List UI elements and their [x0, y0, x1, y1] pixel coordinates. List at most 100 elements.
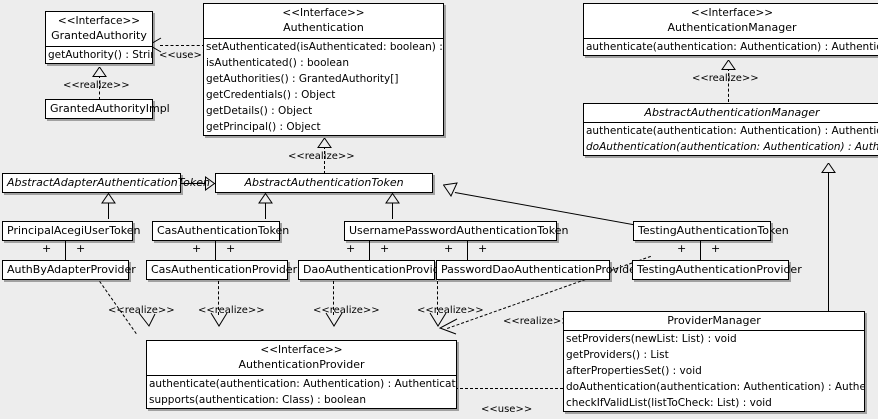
assoc-role-plus: +: [711, 242, 721, 255]
assoc-role-plus: +: [42, 242, 52, 255]
member-row: authenticate(authentication: Authenticat…: [586, 41, 878, 53]
connector-realize-abstractauthenticationtoken: [324, 146, 325, 174]
stereotype-interface: <<Interface>>: [282, 7, 365, 19]
member-row: getCredentials() : Object: [206, 89, 336, 101]
divider: [564, 330, 864, 331]
class-abstract-adapter-authentication-token[interactable]: AbstractAdapterAuthenticationToken: [2, 173, 210, 193]
label-realize-passworddaoprovider: <<realize>>: [417, 305, 484, 316]
class-name-testing-authentication-provider: TestingAuthenticationProvider: [637, 263, 802, 276]
member-row: afterPropertiesSet() : void: [566, 365, 702, 377]
assoc-role-plus: +: [380, 242, 390, 255]
label-use-authentication-grantedauthority: <<use>>: [159, 50, 211, 61]
member-row: authenticate(authentication: Authenticat…: [149, 378, 456, 390]
class-testing-authentication-provider[interactable]: TestingAuthenticationProvider: [632, 260, 802, 280]
class-name-password-dao-authentication-provider: PasswordDaoAuthenticationProvider: [441, 263, 641, 276]
assoc-role-plus: +: [677, 242, 687, 255]
assoc-role-plus: +: [76, 242, 86, 255]
class-cas-authentication-provider[interactable]: CasAuthenticationProvider: [146, 260, 298, 280]
class-username-password-authentication-token[interactable]: UsernamePasswordAuthenticationToken: [344, 221, 569, 241]
class-auth-by-adapter-provider[interactable]: AuthByAdapterProvider: [2, 260, 136, 280]
member-row: getProviders() : List: [566, 349, 669, 361]
member-row: isAuthenticated() : boolean: [206, 57, 349, 69]
assoc-role-plus: +: [192, 242, 202, 255]
class-authentication-provider[interactable]: <<Interface>> AuthenticationProvider aut…: [146, 340, 457, 409]
connector-realize-abstractauthenticationmanager: [728, 68, 729, 102]
member-row: getAuthority() : String: [48, 49, 152, 61]
triangle-generalization-abstracttoken-testing: [443, 181, 458, 197]
members-granted-authority: getAuthority() : String: [46, 47, 152, 63]
stereotype-interface: <<Interface>>: [260, 344, 343, 356]
members-abstract-authentication-manager: authenticate(authentication: Authenticat…: [584, 123, 878, 155]
class-name-principal-acegi-user-token: PrincipalAcegiUserToken: [7, 224, 141, 237]
class-header-granted-authority: <<Interface>> GrantedAuthority: [46, 12, 152, 46]
member-row: authenticate(authentication: Authenticat…: [586, 125, 878, 137]
class-authentication-manager[interactable]: <<Interface>> AuthenticationManager auth…: [583, 3, 878, 56]
members-authentication: setAuthenticated(isAuthenticated: boolea…: [204, 39, 443, 135]
triangle-generalization-abstractauthenticationmanager: [821, 163, 836, 173]
arrowhead-realize-testingprovider: [438, 318, 458, 336]
class-abstract-authentication-manager[interactable]: AbstractAuthenticationManager authentica…: [583, 103, 878, 156]
member-row: getAuthorities() : GrantedAuthority[]: [206, 73, 399, 85]
class-principal-acegi-user-token[interactable]: PrincipalAcegiUserToken: [2, 221, 141, 241]
triangle-generalization-abstractadaptertoken: [101, 193, 116, 204]
connector-realize-grantedauthorityimpl: [99, 75, 100, 100]
member-row: getPrincipal() : Object: [206, 121, 321, 133]
member-row: setProviders(newList: List) : void: [566, 333, 737, 345]
stereotype-interface: <<Interface>>: [690, 7, 774, 19]
stereotype-interface: <<Interface>>: [57, 15, 141, 27]
assoc-role-plus: +: [478, 242, 488, 255]
member-row: setAuthenticated(isAuthenticated: boolea…: [206, 41, 443, 53]
class-name-authentication-provider: AuthenticationProvider: [238, 358, 365, 371]
triangle-generalization-abstracttoken-userpass: [385, 193, 400, 204]
label-realize-casauthenticationprovider: <<realize>>: [198, 305, 265, 316]
connector-generalization-abstractadaptertoken: [180, 183, 215, 184]
connector-generalization-usernamepasswordtoken: [392, 195, 393, 219]
class-name-provider-manager: ProviderManager: [667, 314, 761, 327]
label-realize-grantedauthorityimpl: <<realize>>: [63, 80, 130, 91]
assoc-role-plus: +: [444, 242, 454, 255]
class-password-dao-authentication-provider[interactable]: PasswordDaoAuthenticationProvider: [436, 260, 641, 280]
divider: [584, 38, 878, 39]
class-header-provider-manager: ProviderManager: [564, 312, 864, 330]
connector-realize-daoauthenticationprovider: [333, 281, 334, 315]
divider: [584, 122, 878, 123]
arrowhead-realize-passworddaoprovider: [429, 312, 447, 328]
connector-use-authentication-grantedauthority: [160, 45, 205, 46]
class-provider-manager[interactable]: ProviderManager setProviders(newList: Li…: [563, 311, 865, 412]
member-row: checkIfValidList(listToCheck: List) : vo…: [566, 397, 772, 409]
divider: [147, 375, 456, 376]
connector-generalization-principalacegiusertoken: [108, 195, 109, 219]
class-name-cas-authentication-token: CasAuthenticationToken: [157, 224, 290, 237]
class-header-abstract-authentication-manager: AbstractAuthenticationManager: [584, 104, 878, 122]
members-authentication-manager: authenticate(authentication: Authenticat…: [584, 39, 878, 55]
class-dao-authentication-provider[interactable]: DaoAuthenticationProvider: [298, 260, 451, 280]
triangle-generalization-abstractauthenticationtoken-left: [205, 176, 215, 191]
members-authentication-provider: authenticate(authentication: Authenticat…: [147, 376, 456, 408]
class-name-dao-authentication-provider: DaoAuthenticationProvider: [303, 263, 451, 276]
assoc-role-plus: +: [226, 242, 236, 255]
connector-realize-casauthenticationprovider: [218, 281, 219, 315]
member-row: doAuthentication(authentication: Authent…: [586, 141, 878, 153]
connector-generalization-casauthenticationtoken: [265, 195, 266, 219]
triangle-realize-authentication: [317, 138, 332, 148]
divider: [46, 46, 152, 47]
class-name-auth-by-adapter-provider: AuthByAdapterProvider: [7, 263, 136, 276]
class-granted-authority-impl[interactable]: GrantedAuthorityImpl: [45, 99, 170, 119]
connector-association-userpass-daoprovider: [369, 241, 370, 260]
arrowhead-realize-authbyadapter: [138, 312, 156, 328]
class-name-granted-authority-impl: GrantedAuthorityImpl: [50, 102, 170, 115]
class-abstract-authentication-token[interactable]: AbstractAuthenticationToken: [215, 173, 433, 193]
class-authentication[interactable]: <<Interface>> Authentication setAuthenti…: [203, 3, 444, 136]
connector-association-userpass-passworddao: [467, 241, 468, 260]
class-name-abstract-authentication-manager: AbstractAuthenticationManager: [644, 106, 820, 119]
class-name-abstract-adapter-authentication-token: AbstractAdapterAuthenticationToken: [7, 176, 210, 189]
class-cas-authentication-token[interactable]: CasAuthenticationToken: [152, 221, 290, 241]
class-name-cas-authentication-provider: CasAuthenticationProvider: [151, 263, 298, 276]
triangle-generalization-abstracttoken-cas: [258, 193, 273, 204]
label-realize-daoauthenticationprovider: <<realize>>: [313, 305, 380, 316]
class-name-authentication-manager: AuthenticationManager: [667, 21, 797, 34]
class-granted-authority[interactable]: <<Interface>> GrantedAuthority getAuthor…: [45, 11, 153, 64]
label-use-providermanager: <<use>>: [481, 404, 533, 415]
class-testing-authentication-token[interactable]: TestingAuthenticationToken: [633, 221, 789, 241]
